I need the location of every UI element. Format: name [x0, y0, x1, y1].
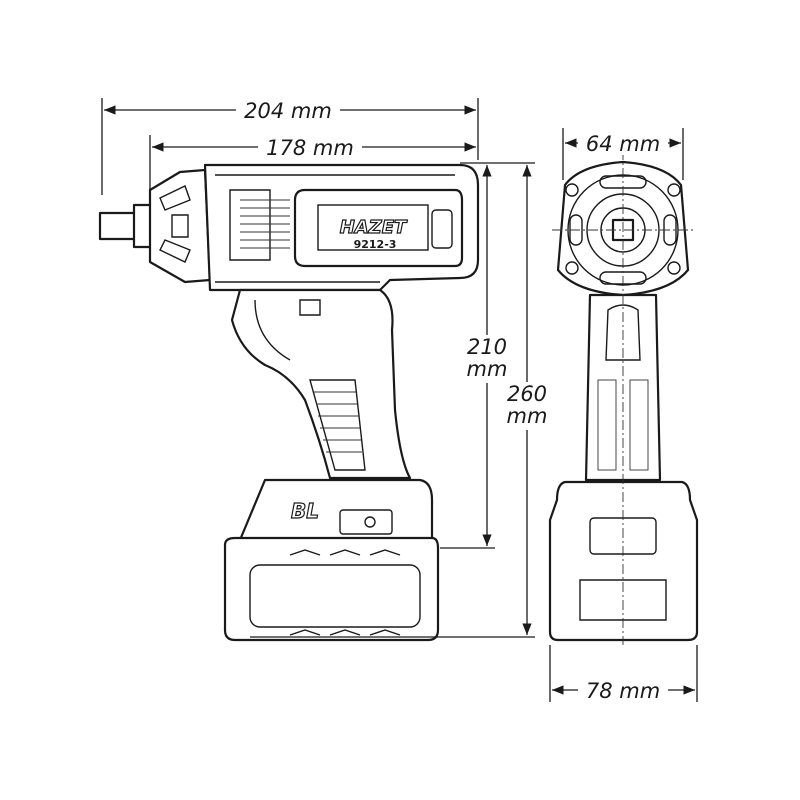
nameplate: [293, 188, 464, 268]
battery-badge: BL: [291, 499, 319, 523]
dim-handle-height-value: 210: [467, 335, 507, 359]
dim-handle-height-unit: mm: [467, 357, 508, 381]
dim-battery-width: 78 mm: [586, 679, 660, 703]
dim-overall-length: 204 mm: [244, 99, 332, 123]
handle-grip: [230, 288, 412, 480]
battery-top: [238, 478, 434, 542]
battery-pack: [223, 536, 440, 642]
anvil-square-drive: [98, 211, 138, 241]
model-number: 9212-3: [354, 238, 397, 251]
battery-release: [339, 509, 393, 535]
dim-total-height-unit: mm: [507, 404, 548, 428]
front-view: [548, 150, 699, 645]
direction-switch: [299, 299, 321, 316]
dim-head-width: 64 mm: [586, 132, 660, 156]
hammer-case: [148, 168, 212, 284]
dim-total-height-value: 260: [507, 382, 547, 406]
dim-head-length: 178 mm: [266, 136, 354, 160]
front-battery: [548, 480, 699, 642]
brand-logo: HAZET: [340, 217, 408, 238]
side-view: HAZET 9212-3 BL: [98, 163, 480, 642]
